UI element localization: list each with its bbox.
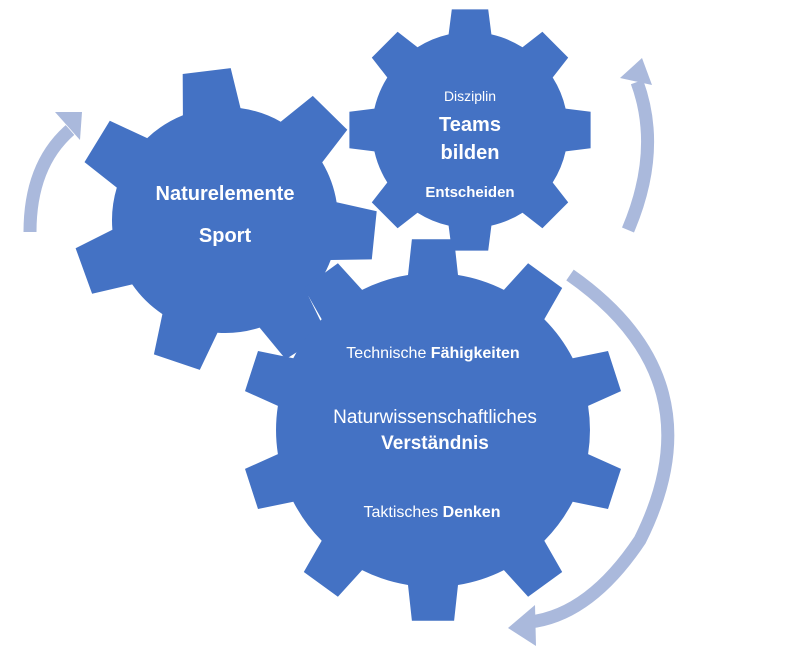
gear-left-shape xyxy=(75,68,377,370)
label-bold: Denken xyxy=(442,504,501,521)
gear-big-bottom-label: Taktisches Denken xyxy=(364,504,501,522)
label-regular: Technische xyxy=(346,345,427,362)
gear-left-label-2: Sport xyxy=(198,225,252,247)
gear-top-title-2: bilden xyxy=(440,142,500,164)
gear-top-title-1: Teams xyxy=(439,114,501,136)
cycle-arrow-big-right xyxy=(508,269,675,646)
cycle-arrow-top-right xyxy=(620,58,655,233)
gear-big-mid-label-1: Naturwissenschaftliches xyxy=(333,407,537,428)
arrowhead-icon xyxy=(620,58,652,85)
gear-big-shape xyxy=(245,239,621,621)
gear-top-shape xyxy=(349,9,591,251)
arrowhead-icon xyxy=(508,605,536,646)
gear-big-top-label: Technische Fähigkeiten xyxy=(346,345,519,363)
arrowhead-icon xyxy=(55,112,82,140)
gear-left-label-1: Naturelemente xyxy=(155,183,295,205)
cycle-arrow-left xyxy=(23,112,82,233)
cycle-arrow-left-shaft xyxy=(23,125,75,233)
cycle-arrow-big-right-shaft xyxy=(529,269,675,629)
cycle-arrow-top-right-shaft xyxy=(622,79,655,233)
gear-top-bottom-label: Entscheiden xyxy=(425,184,515,201)
gear-big-mid-label-2: Verständnis xyxy=(381,433,489,454)
gear-top-small-label: Disziplin xyxy=(443,88,497,104)
label-regular: Taktisches xyxy=(363,504,439,521)
label-bold: Fähigkeiten xyxy=(430,345,520,362)
